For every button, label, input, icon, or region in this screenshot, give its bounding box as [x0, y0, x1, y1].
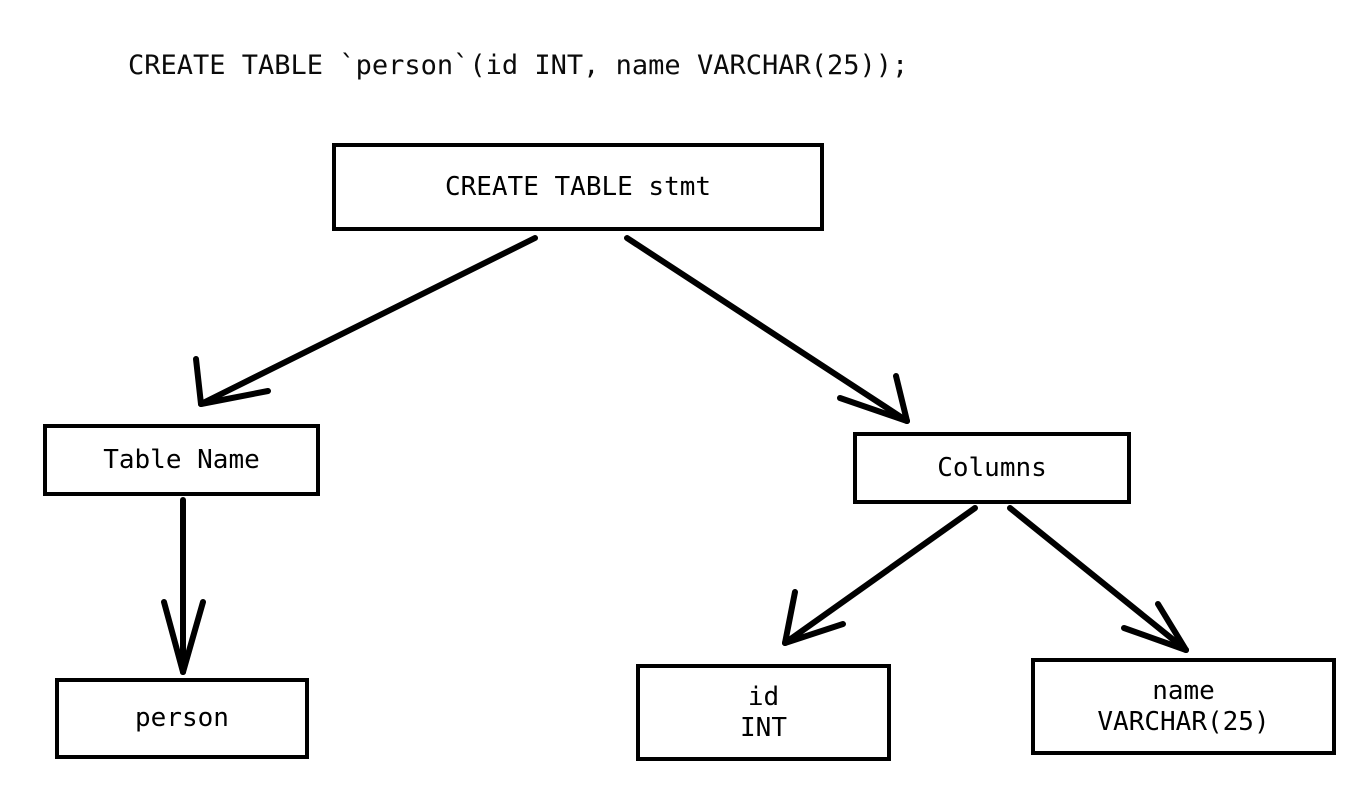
sql-statement-text: CREATE TABLE `person`(id INT, name VARCH…	[128, 50, 909, 81]
node-label: Table Name	[103, 444, 260, 475]
edge-root-to-columns	[624, 235, 910, 424]
column-datatype-label: VARCHAR(25)	[1097, 706, 1270, 737]
node-column-name[interactable]: name VARCHAR(25)	[1031, 658, 1336, 755]
node-column-id[interactable]: id INT	[636, 664, 891, 761]
edge-columns-to-column-id	[782, 505, 978, 646]
column-name-label: name	[1152, 675, 1215, 706]
node-columns[interactable]: Columns	[853, 432, 1131, 504]
node-person[interactable]: person	[55, 678, 309, 759]
column-name-label: id	[747, 681, 780, 712]
node-label: CREATE TABLE stmt	[444, 171, 712, 202]
node-table-name[interactable]: Table Name	[43, 424, 320, 496]
column-datatype-label: INT	[740, 712, 787, 743]
edge-table-name-to-person	[161, 497, 206, 675]
edge-root-to-table-name	[193, 235, 538, 407]
edge-columns-to-column-name	[1007, 505, 1189, 653]
node-label: person	[135, 703, 229, 734]
node-label: Columns	[937, 452, 1047, 483]
node-create-table-stmt[interactable]: CREATE TABLE stmt	[332, 143, 824, 231]
